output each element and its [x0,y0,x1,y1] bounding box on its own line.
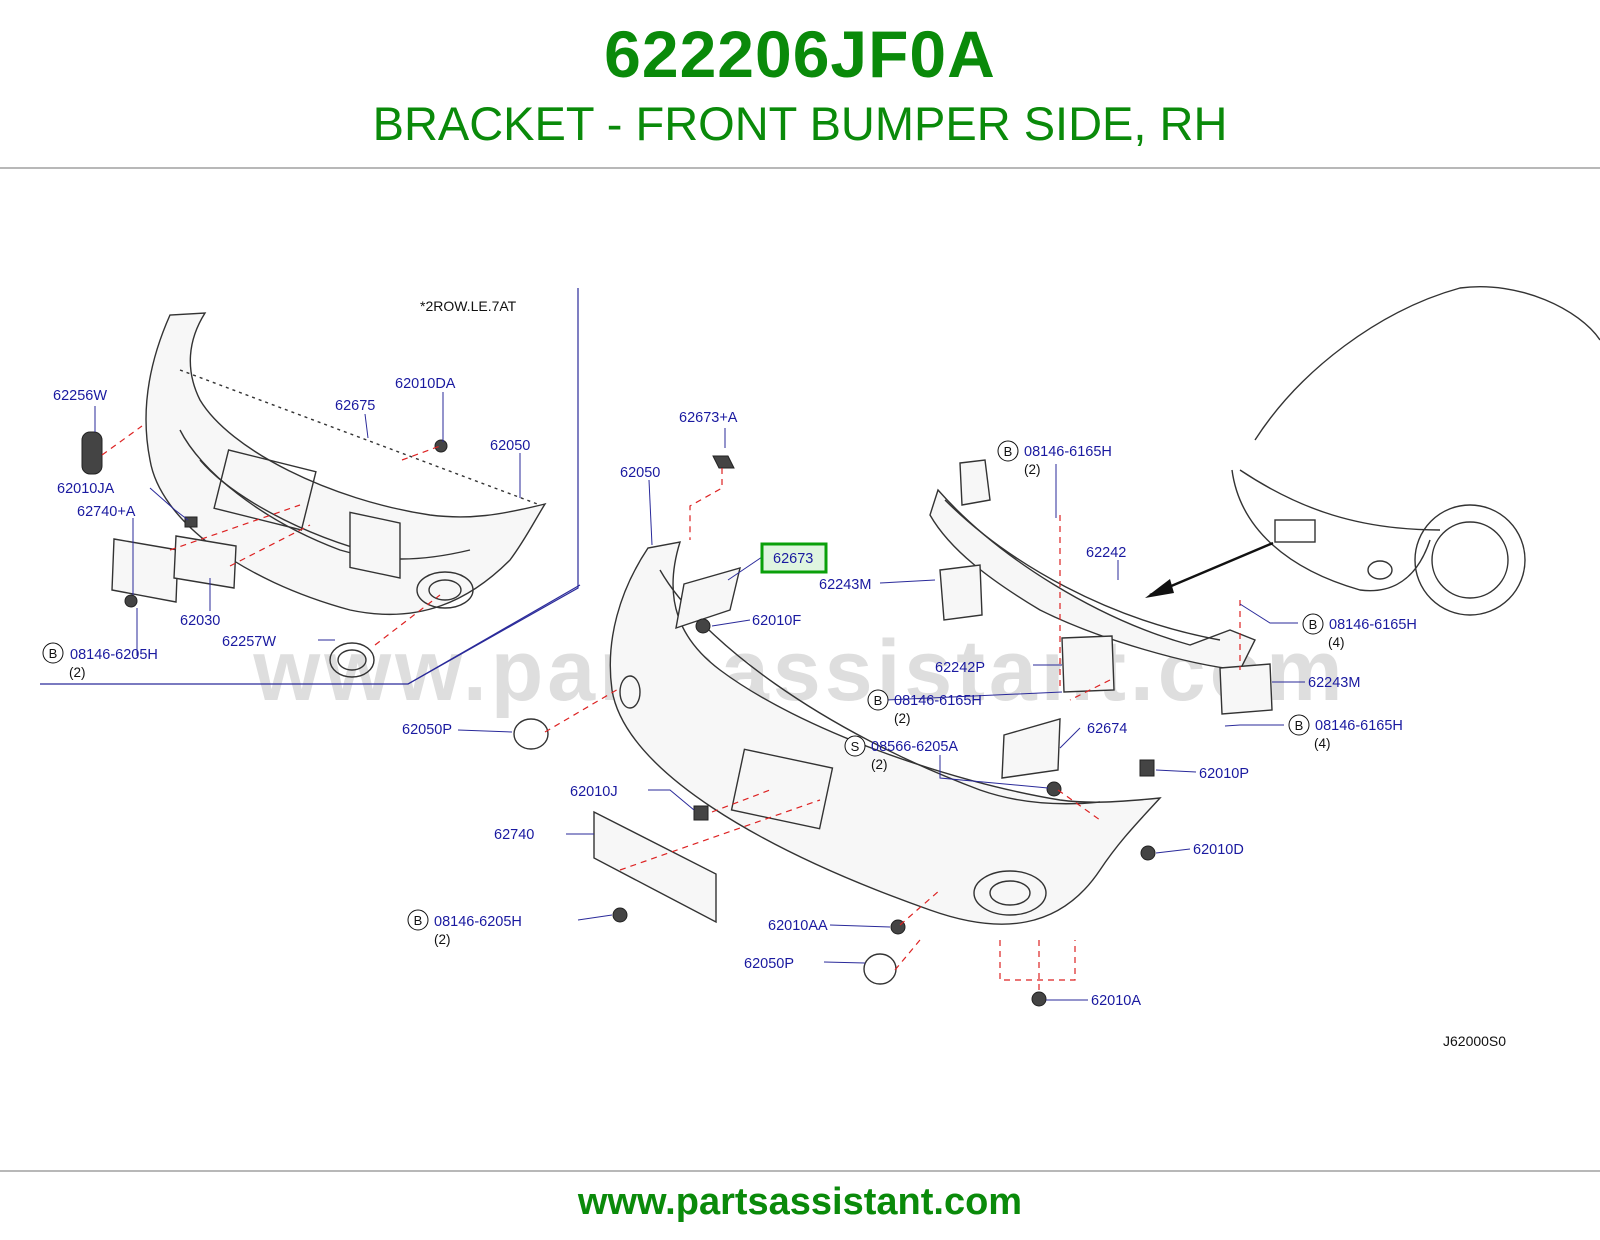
highlighted-callout-label[interactable]: 62673 [773,551,813,567]
callout-label[interactable]: 08146-6205H [70,647,158,663]
callout-label[interactable]: 62243M [1308,675,1360,691]
main-small-parts [513,455,1156,1007]
callout-labels: 62256W 62010JA 62740+A 62030 62257W B 08… [42,376,1417,1009]
part-description: BRACKET - FRONT BUMPER SIDE, RH [372,97,1228,150]
callout-label[interactable]: 62256W [53,388,107,404]
callout-label[interactable]: 62242P [935,660,985,676]
callout-label[interactable]: 62675 [335,398,375,414]
callout-label[interactable]: 62010J [570,784,618,800]
view-arrow-head [1145,579,1174,598]
callout-prefix: B [49,646,58,661]
inset-small-parts [81,431,448,678]
callout-label[interactable]: 62674 [1087,721,1127,737]
callout-qty: (2) [434,932,451,947]
callout-b-group[interactable]: B 08146-6165H (4) [1288,714,1403,751]
highlighted-part-box[interactable] [760,542,828,574]
callout-label[interactable]: 62740 [494,827,534,843]
callout-label[interactable]: 62242 [1086,545,1126,561]
callout-qty: (4) [1328,635,1345,650]
callout-prefix: B [874,693,883,708]
callout-b-group[interactable]: B 08146-6205H (2) [42,642,158,680]
callout-prefix: S [851,739,860,754]
callout-label[interactable]: 62010JA [57,481,115,497]
callout-qty: (2) [894,711,911,726]
page-header: 622206JF0A BRACKET - FRONT BUMPER SIDE, … [0,0,1600,168]
callout-prefix: B [1295,718,1304,733]
callout-qty: (2) [871,757,888,772]
callout-s-group[interactable]: S 08566-6205A (2) [844,735,958,772]
callout-label[interactable]: 62740+A [77,504,136,520]
callout-label[interactable]: 62010A [1091,993,1141,1009]
footer-url[interactable]: www.partsassistant.com [577,1181,1023,1223]
header-divider [0,167,1600,169]
inset-note: *2ROW.LE.7AT [420,298,517,314]
inset-dashed-guides [101,425,441,646]
callout-prefix: B [414,913,423,928]
callout-label[interactable]: 08146-6165H [894,693,982,709]
parts-diagram: www.partsassistant.com *2ROW.LE.7AT [40,286,1600,1049]
main-dashed-guides [544,468,1101,992]
watermark-text: www.partsassistant.com [252,623,1346,719]
reinforcement-illustration [929,459,1273,715]
callout-label[interactable]: 62050P [744,956,794,972]
callout-prefix: B [1309,617,1318,632]
callout-label[interactable]: 62257W [222,634,276,650]
callout-label[interactable]: 62050 [490,438,530,454]
callout-label[interactable]: 62030 [180,613,220,629]
callout-label[interactable]: 62010AA [768,918,828,934]
callout-b-group[interactable]: B 08146-6165H (2) [867,689,982,726]
callout-label[interactable]: 08146-6165H [1024,444,1112,460]
callout-label[interactable]: 08146-6165H [1315,718,1403,734]
callout-label[interactable]: 62010D [1193,842,1244,858]
callout-label[interactable]: 62010P [1199,766,1249,782]
callout-label[interactable]: 62010F [752,613,801,629]
callout-b-group[interactable]: B 08146-6165H (2) [997,440,1112,477]
diagram-code: J62000S0 [1443,1033,1506,1049]
callout-label[interactable]: 62010DA [395,376,456,392]
callout-qty: (4) [1314,736,1331,751]
inset-frame [40,288,579,685]
callout-label[interactable]: 08146-6165H [1329,617,1417,633]
callout-label[interactable]: 62050P [402,722,452,738]
part-number-title: 622206JF0A [604,17,996,91]
callout-qty: (2) [1024,462,1041,477]
callout-prefix: B [1004,444,1013,459]
callout-b-group[interactable]: B 08146-6205H (2) [407,909,522,947]
callout-label[interactable]: 62673+A [679,410,738,426]
inset-frame-diagonal [407,584,581,685]
vehicle-illustration [1231,286,1600,616]
callout-label[interactable]: 62243M [819,577,871,593]
leader-lines [94,392,1305,1001]
callout-b-group[interactable]: B 08146-6165H (4) [1302,613,1417,650]
callout-qty: (2) [69,665,86,680]
callout-label[interactable]: 08566-6205A [871,739,958,755]
callout-label[interactable]: 08146-6205H [434,914,522,930]
footer-divider [0,1170,1600,1172]
callout-label[interactable]: 62050 [620,465,660,481]
